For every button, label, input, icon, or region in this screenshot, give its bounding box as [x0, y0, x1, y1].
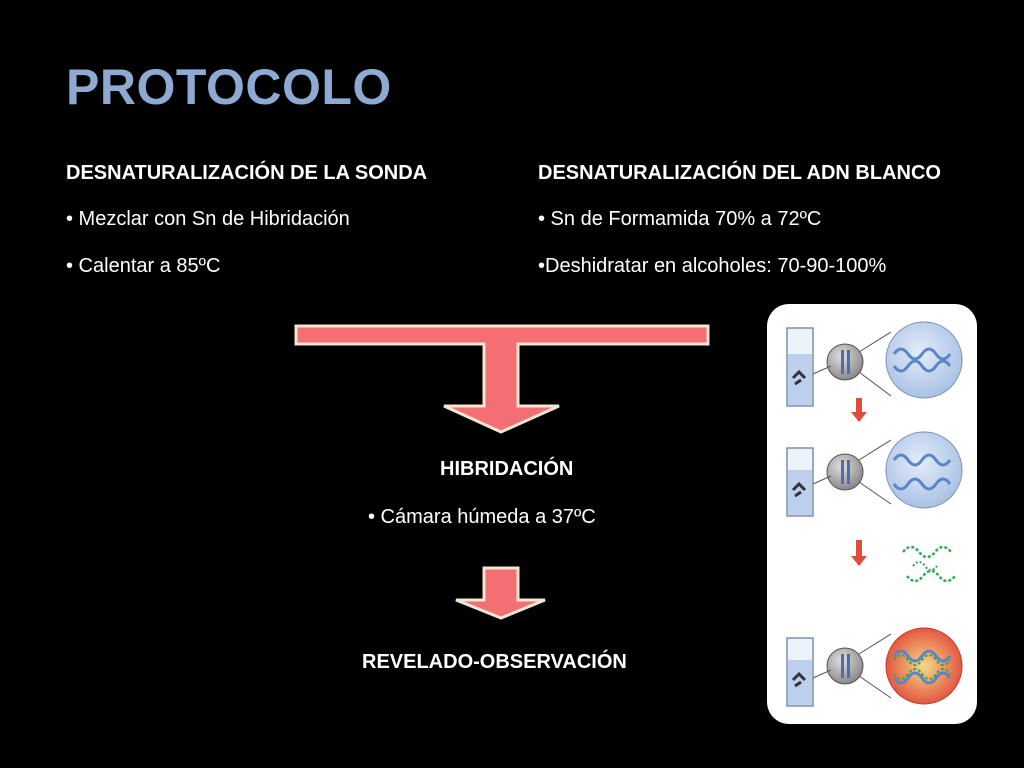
fish-process-illustration [786, 321, 963, 707]
fish-illustration-panel [767, 304, 977, 724]
stage-arrow-1-icon [851, 398, 867, 422]
stage-2-denatured-dna [786, 431, 963, 517]
target-dna-denaturation-heading: DESNATURALIZACIÓN DEL ADN BLANCO [538, 162, 941, 184]
revealing-observation-heading: REVELADO-OBSERVACIÓN [362, 651, 627, 673]
labeled-probe-strands [902, 545, 956, 583]
down-arrow [455, 566, 546, 620]
probe-step-mix: • Mezclar con Sn de Hibridación [66, 208, 350, 230]
probe-step-heat: • Calentar a 85ºC [66, 255, 221, 277]
stage-1-double-stranded-dna [786, 321, 963, 407]
slide-title: PROTOCOLO [66, 59, 392, 115]
stage-3-hybridized-dna [786, 627, 963, 707]
hybridization-heading: HIBRIDACIÓN [440, 458, 574, 480]
probe-denaturation-heading: DESNATURALIZACIÓN DE LA SONDA [66, 162, 428, 184]
target-step-dehydrate: •Deshidratar en alcoholes: 70-90-100% [538, 255, 887, 277]
hybridization-step-humid-chamber: • Cámara húmeda a 37ºC [368, 506, 596, 528]
target-step-formamide: • Sn de Formamida 70% a 72ºC [538, 208, 822, 230]
merge-t-arrow [294, 324, 710, 434]
stage-arrow-2-icon [851, 540, 867, 566]
